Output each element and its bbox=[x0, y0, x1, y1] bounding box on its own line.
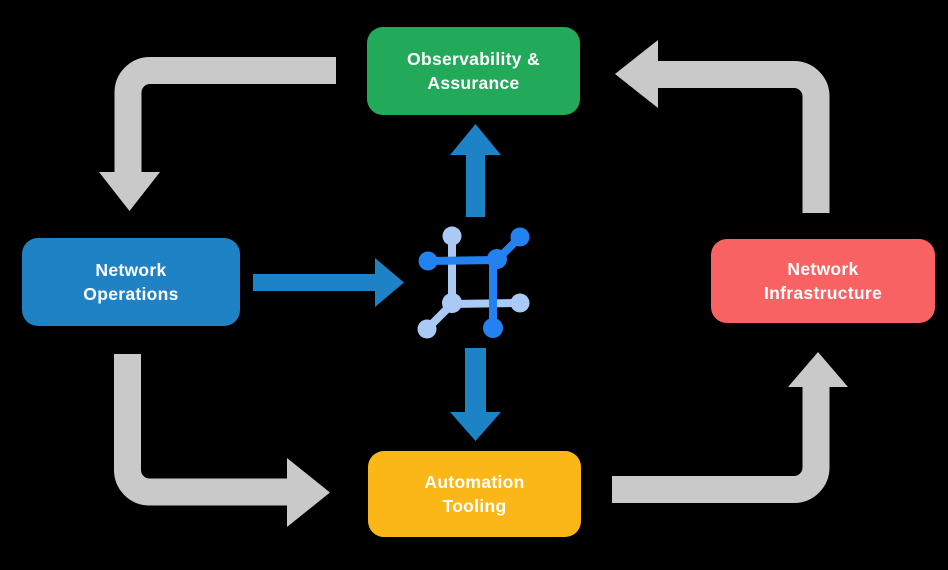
node-label-line: Assurance bbox=[427, 73, 520, 93]
arrow-infrastructure-to-observability bbox=[615, 40, 830, 213]
node-network-operations: Network Operations bbox=[22, 238, 240, 326]
arrowhead-right-icon bbox=[287, 458, 330, 527]
network-nodes-icon bbox=[417, 226, 530, 339]
node-label-line: Infrastructure bbox=[764, 283, 882, 303]
arrow-center-to-automation bbox=[450, 348, 501, 441]
node-label-line: Tooling bbox=[442, 496, 507, 516]
node-label-line: Observability & bbox=[407, 49, 540, 69]
node-label-line: Network bbox=[787, 259, 859, 279]
arrowhead-left-icon bbox=[615, 40, 658, 108]
node-automation-tooling: Automation Tooling bbox=[368, 451, 581, 537]
node-label-line: Operations bbox=[83, 284, 179, 304]
arrow-automation-to-infrastructure bbox=[612, 352, 848, 503]
arrowhead-up-icon bbox=[788, 352, 848, 387]
node-label-line: Automation bbox=[424, 472, 525, 492]
node-observability-assurance: Observability & Assurance bbox=[367, 27, 580, 115]
node-network-infrastructure: Network Infrastructure bbox=[711, 239, 935, 323]
arrowhead-down-icon bbox=[450, 412, 501, 441]
arrow-operations-to-automation bbox=[114, 354, 330, 527]
arrow-operations-to-center bbox=[253, 258, 404, 307]
arrowhead-up-icon bbox=[450, 124, 501, 155]
node-label-line: Network bbox=[95, 260, 167, 280]
arrow-observability-to-operations bbox=[99, 57, 336, 211]
arrowhead-down-icon bbox=[99, 172, 160, 211]
arrowhead-right-icon bbox=[375, 258, 404, 307]
arrow-center-to-observability bbox=[450, 124, 501, 217]
